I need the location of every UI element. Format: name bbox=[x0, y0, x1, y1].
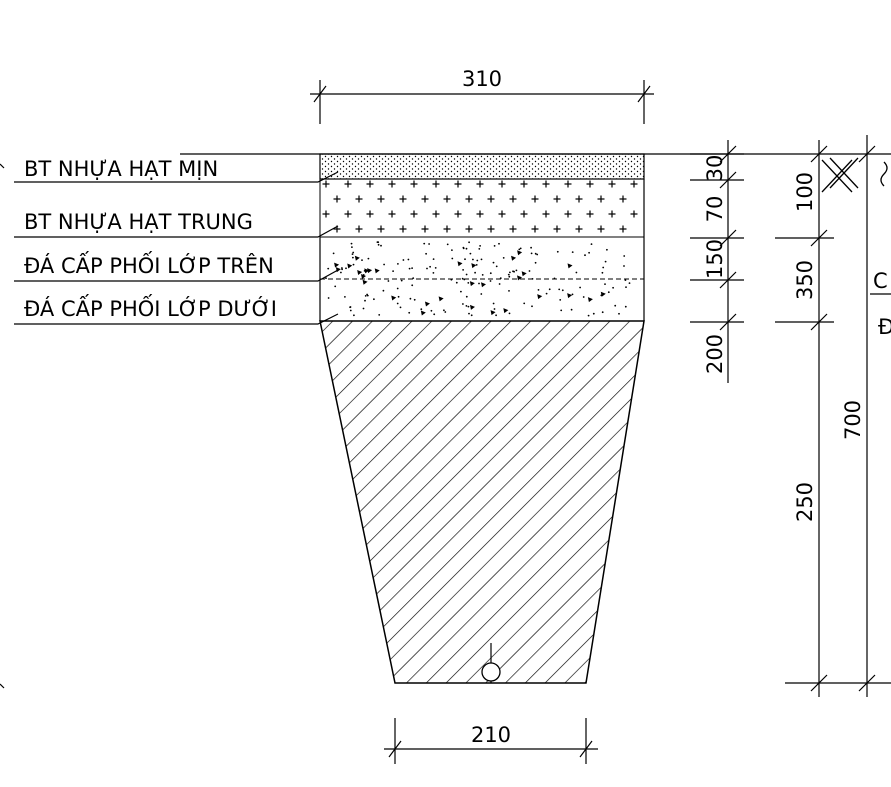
layer-label-2: BT NHỰA HẠT TRUNG bbox=[24, 210, 253, 234]
dim-col1-70: 70 bbox=[703, 196, 727, 223]
dim-col2-250: 250 bbox=[793, 482, 817, 522]
dim-bottom-label: 210 bbox=[471, 723, 511, 747]
layer-label-4: ĐÁ CẤP PHỐI LỚP DƯỚI bbox=[24, 293, 277, 321]
dim-top bbox=[310, 80, 654, 124]
dim-col1-150: 150 bbox=[703, 239, 727, 279]
dim-col2-100: 100 bbox=[793, 172, 817, 212]
dim-col3 bbox=[858, 135, 876, 697]
cross-marker-icon bbox=[821, 157, 859, 193]
plus-pattern bbox=[322, 180, 638, 233]
pipe-circle bbox=[481, 662, 501, 682]
edge-text-c: C bbox=[873, 269, 888, 293]
dim-col2 bbox=[775, 140, 891, 697]
leader-lines bbox=[14, 171, 339, 325]
dim-top-label: 310 bbox=[462, 67, 502, 91]
dim-col1-30: 30 bbox=[703, 155, 727, 182]
dim-col1-200: 200 bbox=[703, 334, 727, 374]
left-edge-fragment-1 bbox=[0, 163, 5, 169]
dim-bottom bbox=[384, 718, 598, 764]
left-edge-fragment-2 bbox=[0, 683, 5, 689]
layer-label-3: ĐÁ CẤP PHỐI LỚP TRÊN bbox=[24, 250, 274, 278]
edge-text-d: Đ bbox=[878, 315, 891, 339]
break-line-icon bbox=[880, 161, 888, 187]
dim-col3-700: 700 bbox=[841, 400, 865, 440]
layer-label-1: BT NHỰA HẠT MỊN bbox=[24, 157, 218, 181]
layer-fine-asphalt bbox=[319, 153, 645, 180]
base-trapezoid bbox=[319, 320, 645, 684]
dim-col1 bbox=[690, 140, 744, 383]
dim-col2-350: 350 bbox=[793, 260, 817, 300]
stone-pattern bbox=[325, 241, 631, 317]
layer-medium-asphalt bbox=[319, 178, 645, 238]
